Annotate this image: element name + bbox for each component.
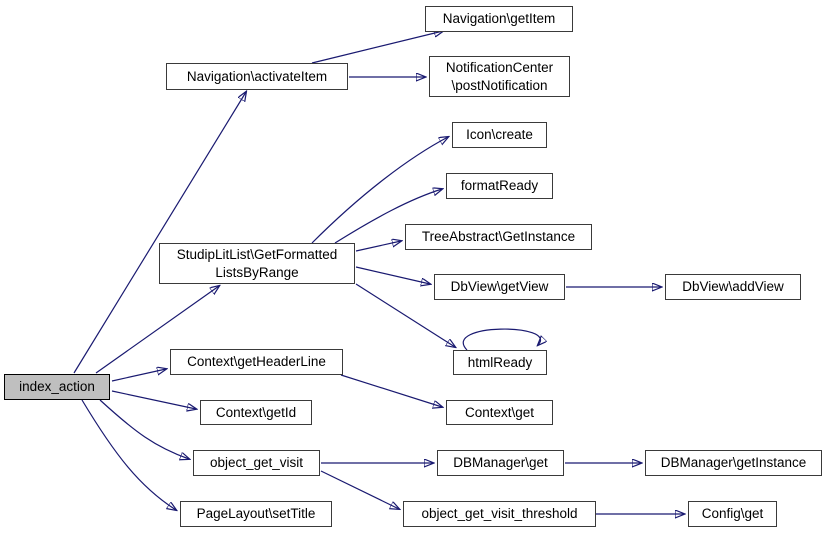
edge-index_action-to-pageLayout_setTitle: [81, 399, 176, 510]
edge-studipLitList-to-treeAbstract_GetInstance: [355, 241, 401, 252]
edge-context_getHeaderLine-to-context_get: [340, 374, 442, 407]
node-index-action: index_action: [4, 374, 110, 400]
edge-studipLitList-to-dbView_getView: [355, 266, 430, 284]
edge-index_action-to-navigation_activateItem: [73, 92, 246, 374]
edge-studipLitList-to-htmlReady: [355, 283, 455, 347]
edge-studipLitList-to-formatReady: [334, 189, 442, 244]
node-object-get-visit[interactable]: object_get_visit: [193, 450, 320, 476]
edge-index_action-to-context_getHeaderLine: [111, 369, 166, 382]
node-htmlready[interactable]: htmlReady: [453, 350, 547, 375]
node-object-get-visit-threshold[interactable]: object_get_visit_threshold: [403, 501, 596, 527]
node-dbmanager-get[interactable]: DBManager\get: [437, 450, 564, 476]
edge-object_get_visit-to-object_get_visit_threshold: [320, 470, 399, 509]
node-context-getheaderline[interactable]: Context\getHeaderLine: [170, 349, 343, 375]
edge-studipLitList-to-icon_create: [311, 137, 448, 244]
edge-index_action-to-context_getId: [111, 390, 196, 409]
node-formatready[interactable]: formatReady: [446, 173, 553, 199]
node-context-get[interactable]: Context\get: [446, 400, 553, 425]
node-studiplitlist-getformattedlistsbyrange[interactable]: StudipLitList\GetFormatted ListsByRange: [159, 243, 355, 284]
node-notificationcenter-postnotification[interactable]: NotificationCenter \postNotification: [429, 56, 570, 97]
edge-htmlReady-self-loop: [462, 328, 540, 351]
edge-index_action-to-object_get_visit: [99, 399, 189, 459]
node-icon-create[interactable]: Icon\create: [452, 122, 547, 148]
node-treeabstract-getinstance[interactable]: TreeAbstract\GetInstance: [405, 224, 592, 250]
node-context-getid[interactable]: Context\getId: [200, 400, 312, 425]
node-navigation-activateitem[interactable]: Navigation\activateItem: [166, 63, 348, 90]
node-pagelayout-settitle[interactable]: PageLayout\setTitle: [180, 501, 332, 527]
node-navigation-getitem[interactable]: Navigation\getItem: [425, 6, 573, 32]
node-dbmanager-getinstance[interactable]: DBManager\getInstance: [645, 450, 822, 476]
node-dbview-addview[interactable]: DbView\addView: [665, 274, 801, 300]
edge-index_action-to-studipLitList_GetFormattedListsByRange: [95, 286, 219, 374]
node-config-get[interactable]: Config\get: [688, 501, 777, 527]
edge-navigation_activateItem-to-navigation_getItem: [311, 31, 443, 64]
node-dbview-getview[interactable]: DbView\getView: [434, 274, 565, 300]
